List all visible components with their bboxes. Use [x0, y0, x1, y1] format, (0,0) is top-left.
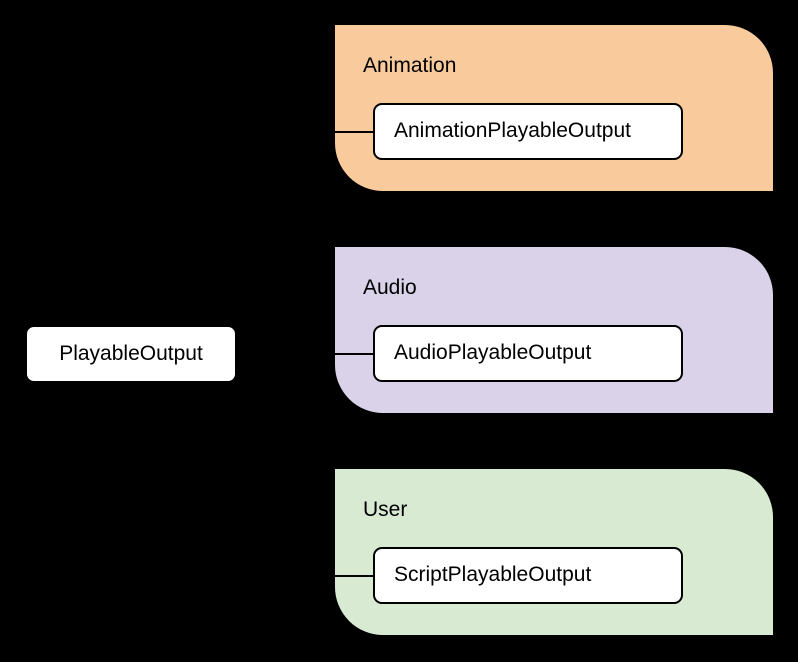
group-audio: Audio AudioPlayableOutput [333, 245, 775, 415]
connector-line-animation [333, 130, 373, 133]
connector-line-user [333, 574, 373, 577]
group-audio-label: Audio [363, 276, 417, 299]
node-audio-playable-output: AudioPlayableOutput [373, 325, 683, 382]
group-animation-label: Animation [363, 54, 457, 77]
node-script-playable-output: ScriptPlayableOutput [373, 547, 683, 604]
node-playable-output: PlayableOutput [25, 325, 237, 383]
node-animation-playable-output: AnimationPlayableOutput [373, 103, 683, 160]
group-animation: Animation AnimationPlayableOutput [333, 23, 775, 193]
node-animation-playable-output-label: AnimationPlayableOutput [394, 119, 631, 143]
connector-line-audio [333, 352, 373, 355]
node-playable-output-label: PlayableOutput [59, 341, 203, 365]
group-user-label: User [363, 498, 408, 521]
node-script-playable-output-label: ScriptPlayableOutput [394, 563, 592, 587]
node-audio-playable-output-label: AudioPlayableOutput [394, 341, 592, 365]
group-user: User ScriptPlayableOutput [333, 467, 775, 637]
